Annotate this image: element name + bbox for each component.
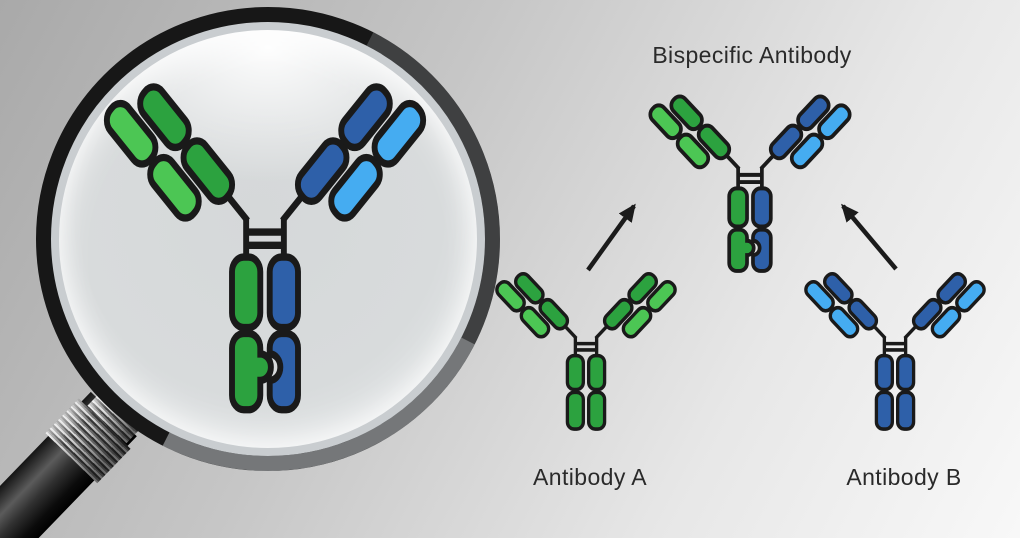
antibody-b-graphic [802, 268, 988, 446]
arrow-up-left-icon [841, 203, 898, 271]
bispecific-antibody-graphic [646, 90, 854, 290]
bispecific-antibody-title: Bispecific Antibody [652, 42, 852, 68]
antibody-b-label: Antibody B [846, 464, 962, 490]
magnified-bispecific-antibody-graphic [100, 75, 430, 445]
antibody-a-label: Antibody A [533, 464, 647, 490]
antibody-a-graphic [493, 268, 679, 446]
arrow-up-right-icon [586, 203, 636, 272]
